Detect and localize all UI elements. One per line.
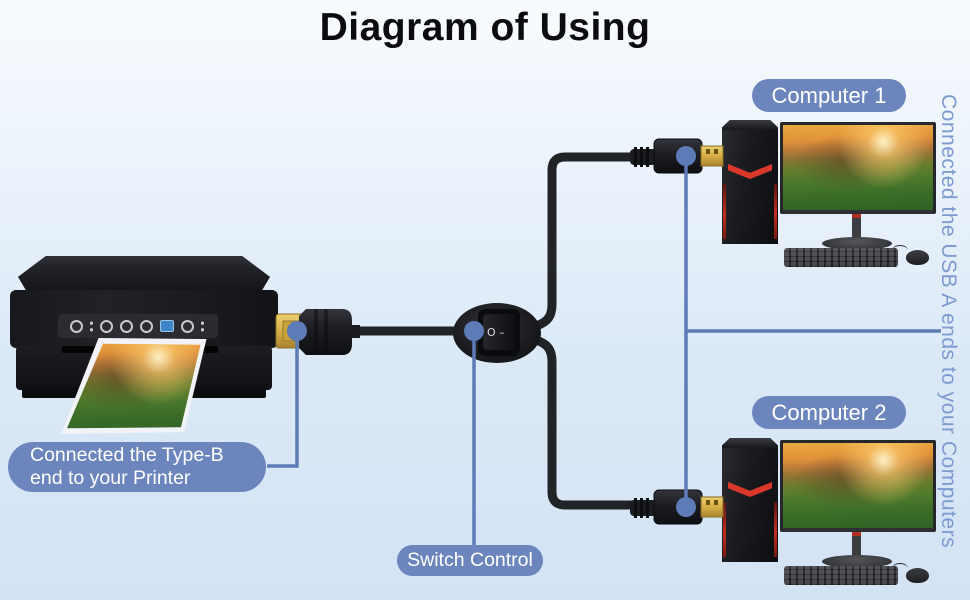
usb-a-connector-bottom [630,489,724,525]
printer-indicator-dots-icon [90,320,93,332]
type-b-label-line1: Connected the Type-B [30,444,224,466]
cable-branch-top [531,152,641,331]
tower-top-cap [722,120,778,130]
monitor-icon [780,440,936,532]
monitor-icon [780,122,936,214]
callout-dot-usb-bottom [676,497,696,517]
printer-control-panel [58,314,218,338]
printer-button-icon [120,319,133,333]
printer-button-icon [181,319,194,333]
keyboard-icon [784,566,898,585]
computer-2-illustration [718,436,940,588]
computer-1-illustration [718,118,940,270]
mouse-icon [892,563,929,583]
keyboard-icon [784,248,898,267]
tower-red-stripe [723,502,726,557]
type-b-connector [275,309,360,355]
cable-branch-bottom [531,335,641,510]
computer-1-label: Computer 1 [752,79,906,112]
mouse-icon [892,245,929,265]
tower-red-vee-accent [728,482,772,497]
callout-dot-type-b [287,321,307,341]
type-b-label-line2: end to your Printer [30,467,191,489]
printer-illustration [10,252,280,437]
tower-red-stripe [774,184,777,239]
switch-control-label: Switch Control [397,545,543,576]
type-b-label: Connected the Type-B end to your Printer [8,442,266,492]
switch-rocker [483,314,515,350]
tower-red-stripe [723,184,726,239]
monitor-bezel [783,528,933,532]
switch-io-marking: O – [487,326,505,339]
usb-a-side-label: Connected the USB A ends to your Compute… [937,94,960,549]
monitor-wallpaper [783,443,933,529]
printer-power-button-icon [70,319,83,333]
tower-icon [722,438,778,562]
callout-dot-usb-top [676,146,696,166]
printer-button-icon [100,319,113,333]
tower-top-cap [722,438,778,448]
tower-icon [722,120,778,244]
monitor-bezel [783,210,933,214]
printer-indicator-dots-icon [201,320,204,332]
usb-a-connector-top [630,138,724,174]
printer-display-icon [160,320,174,332]
page-title: Diagram of Using [319,6,651,49]
switch-body: O – [453,303,541,363]
monitor-stand-base [822,555,892,568]
monitor-stand-base [822,237,892,250]
monitor-stand-neck [852,214,861,240]
callout-dot-switch [464,321,484,341]
computer-2-label: Computer 2 [752,396,906,429]
monitor-wallpaper [783,125,933,211]
monitor-stand-neck [852,532,861,558]
tower-red-stripe [774,502,777,557]
printer-button-icon [140,319,153,333]
printer-scanner-lid [18,256,270,294]
tower-red-vee-accent [728,164,772,179]
